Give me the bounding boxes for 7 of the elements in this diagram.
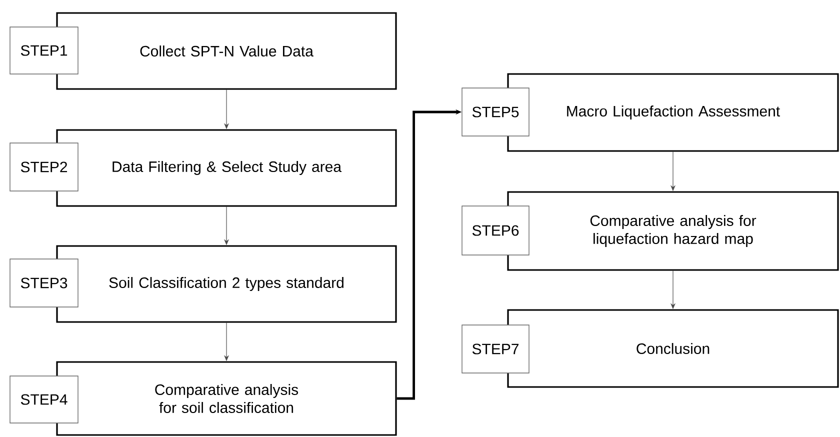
step-label: STEP1 [10, 26, 78, 74]
step-label: STEP3 [10, 258, 78, 308]
step-label: STEP6 [462, 206, 530, 256]
step-label: STEP4 [10, 376, 78, 424]
step-label: STEP2 [10, 142, 78, 192]
step-label: STEP7 [462, 324, 530, 374]
step-label: STEP5 [462, 88, 530, 136]
